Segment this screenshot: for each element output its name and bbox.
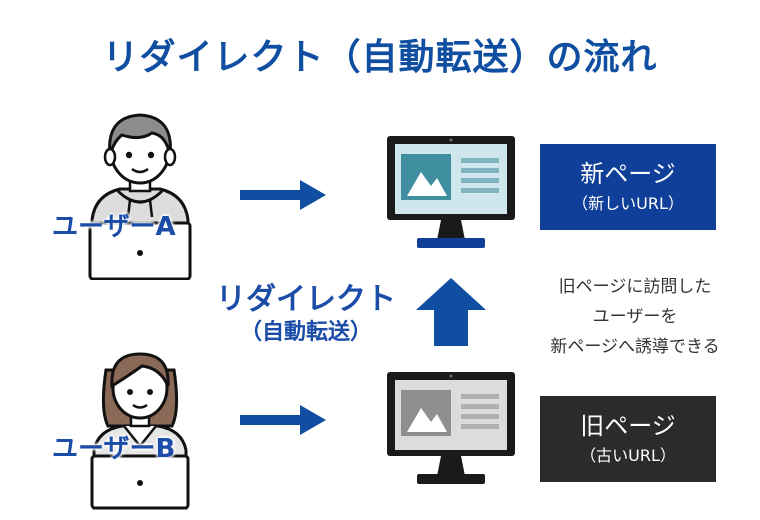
diagram-title: リダイレクト（自動転送）の流れ [102, 37, 658, 78]
old-page-label: 旧ページ [580, 412, 676, 440]
user-b-label: ユーザーB [52, 434, 176, 464]
explanation-line-1: 旧ページに訪問した [558, 277, 712, 297]
woman-with-laptop-icon [90, 352, 190, 510]
person-with-laptop-icon [88, 113, 192, 280]
explanation-line-2: ユーザーを [592, 307, 678, 327]
arrow-up-icon [416, 278, 486, 346]
user-a-label: ユーザーA [52, 212, 176, 242]
monitor-icon [387, 136, 515, 248]
new-page-url-label: （新しいURL） [572, 194, 684, 213]
old-page-url-label: （古いURL） [580, 446, 676, 465]
new-page-box: 新ページ （新しいURL） [540, 144, 716, 230]
arrow-right-icon [240, 405, 326, 435]
redirect-label: リダイレクト （自動転送） [190, 282, 422, 348]
explanation-text: 旧ページに訪問した ユーザーを 新ページへ誘導できる [520, 272, 750, 362]
redirect-subtitle: （自動転送） [239, 320, 372, 345]
redirect-title: リダイレクト [216, 282, 396, 317]
monitor-icon [387, 372, 515, 484]
explanation-line-3: 新ページへ誘導できる [550, 337, 720, 357]
old-page-box: 旧ページ （古いURL） [540, 396, 716, 482]
arrow-right-icon [240, 180, 326, 210]
new-page-label: 新ページ [580, 160, 676, 188]
